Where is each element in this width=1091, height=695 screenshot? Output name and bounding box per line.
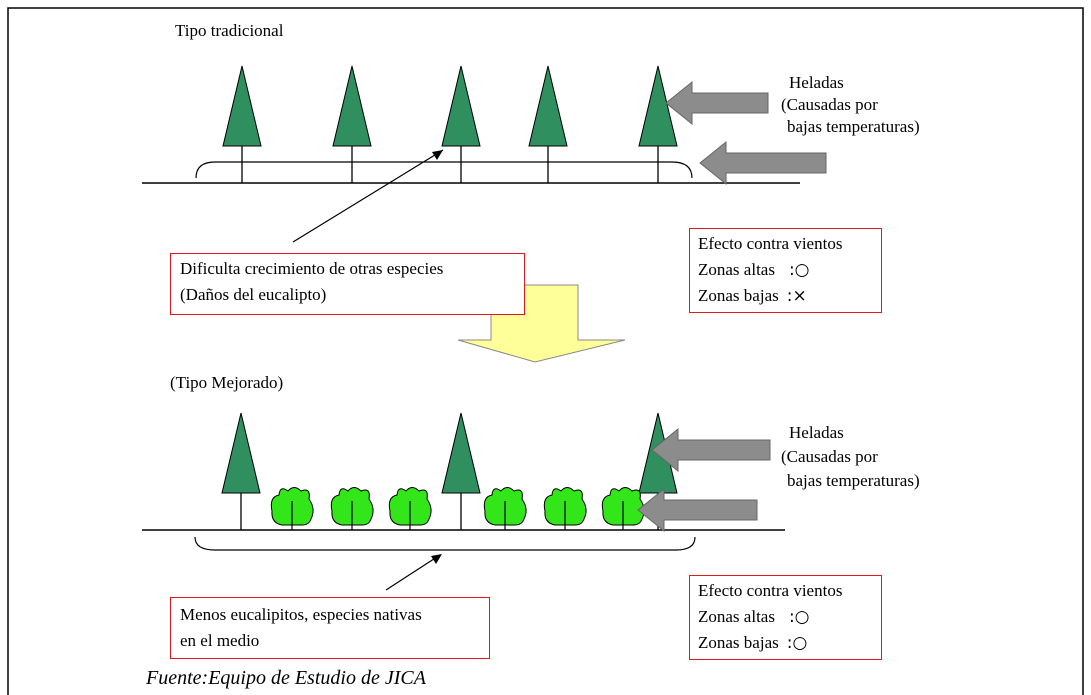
top-effect-row-2: Zonas bajas :×: [698, 283, 881, 309]
top-pointer-arrowhead: [432, 150, 443, 160]
bottom-improved-box: Menos eucalipitos, especies nativas en e…: [170, 597, 490, 659]
bottom-frost-label-1: Heladas: [789, 423, 844, 442]
top-conifer-4: [528, 65, 568, 183]
bottom-pointer-arrowhead: [431, 554, 442, 564]
bottom-effect-row-1-mark: :○: [788, 607, 810, 627]
top-damage-line-1: Dificulta crecimiento de otras especies: [180, 259, 444, 278]
bottom-pointer-line: [385, 554, 441, 591]
figure-border: [7, 7, 1084, 695]
bottom-effect-box: Efecto contra vientos Zonas altas :○ Zona…: [689, 575, 882, 660]
bottom-improved-line-1: Menos eucalipitos, especies nativas: [180, 605, 422, 624]
bottom-shrub-2: [330, 487, 374, 530]
source-note: Fuente:Equipo de Estudio de JICA: [146, 667, 426, 689]
top-frost-label-1: Heladas: [789, 73, 844, 92]
top-conifer-1: [222, 65, 262, 183]
top-effect-row-2-label: Zonas bajas: [698, 286, 779, 305]
top-damage-box: Dificulta crecimiento de otras especies …: [170, 253, 525, 315]
top-conifer-5: [638, 65, 678, 183]
bottom-bracket: [194, 536, 696, 551]
bottom-conifer-2: [441, 412, 481, 530]
bottom-effect-row-1: Zonas altas :○: [698, 604, 881, 630]
bottom-improved-line-2: en el medio: [180, 631, 260, 650]
bottom-shrub-1: [270, 487, 314, 530]
bottom-frost-label-2: (Causadas por: [781, 447, 878, 466]
bottom-effect-row-1-label: Zonas altas: [698, 607, 775, 626]
top-effect-row-1-label: Zonas altas: [698, 260, 775, 279]
bottom-effect-row-2-label: Zonas bajas: [698, 633, 779, 652]
bottom-title: (Tipo Mejorado): [170, 373, 284, 392]
top-frost-label-3: bajas temperaturas): [787, 117, 920, 136]
top-effect-box: Efecto contra vientos Zonas altas :○ Zona…: [689, 228, 882, 313]
top-conifer-3: [441, 65, 481, 183]
top-effect-row-2-mark: :×: [786, 286, 807, 306]
bottom-frost-arrow-lower: [637, 487, 758, 533]
bottom-effect-row-2: Zonas bajas :○: [698, 630, 881, 656]
top-effect-row-1-mark: :○: [788, 260, 810, 280]
bottom-effect-title: Efecto contra vientos: [698, 581, 843, 600]
top-frost-label-2: (Causadas por: [781, 95, 878, 114]
top-pointer-line: [292, 149, 444, 243]
top-effect-row-1: Zonas altas :○: [698, 257, 881, 283]
top-frost-arrow-lower: [699, 140, 827, 186]
top-frost-arrow-upper: [665, 80, 769, 126]
top-title: Tipo tradicional: [175, 21, 284, 40]
bottom-frost-arrow-upper: [651, 427, 771, 473]
top-bracket: [195, 161, 693, 179]
bottom-shrub-3: [388, 487, 432, 530]
bottom-effect-row-2-mark: :○: [786, 633, 808, 653]
bottom-shrub-4: [483, 487, 527, 530]
bottom-shrub-5: [543, 487, 587, 530]
top-conifer-2: [332, 65, 372, 183]
bottom-shrub-6: [601, 487, 645, 530]
top-effect-title: Efecto contra vientos: [698, 234, 843, 253]
bottom-frost-label-3: bajas temperaturas): [787, 471, 920, 490]
top-damage-line-2: (Daños del eucalipto): [180, 285, 327, 304]
bottom-conifer-1: [221, 412, 261, 530]
